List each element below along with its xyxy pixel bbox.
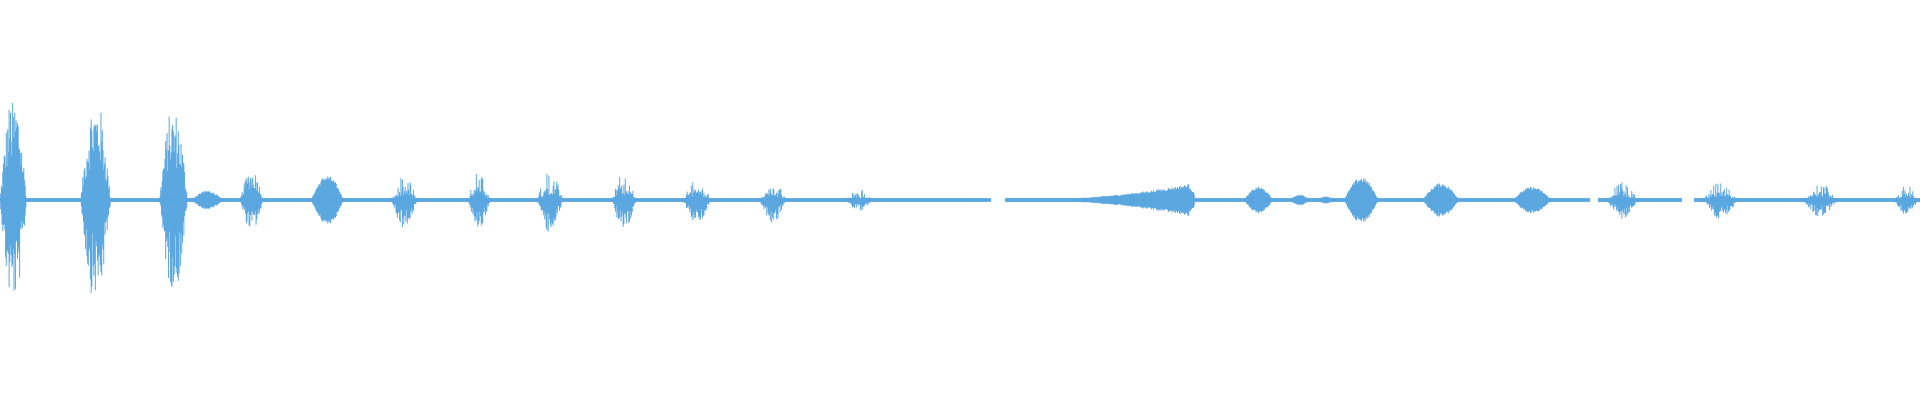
waveform-baseline-segment — [0, 198, 991, 202]
waveform-bars — [0, 102, 1920, 293]
waveform-baseline-segment — [1598, 198, 1682, 202]
